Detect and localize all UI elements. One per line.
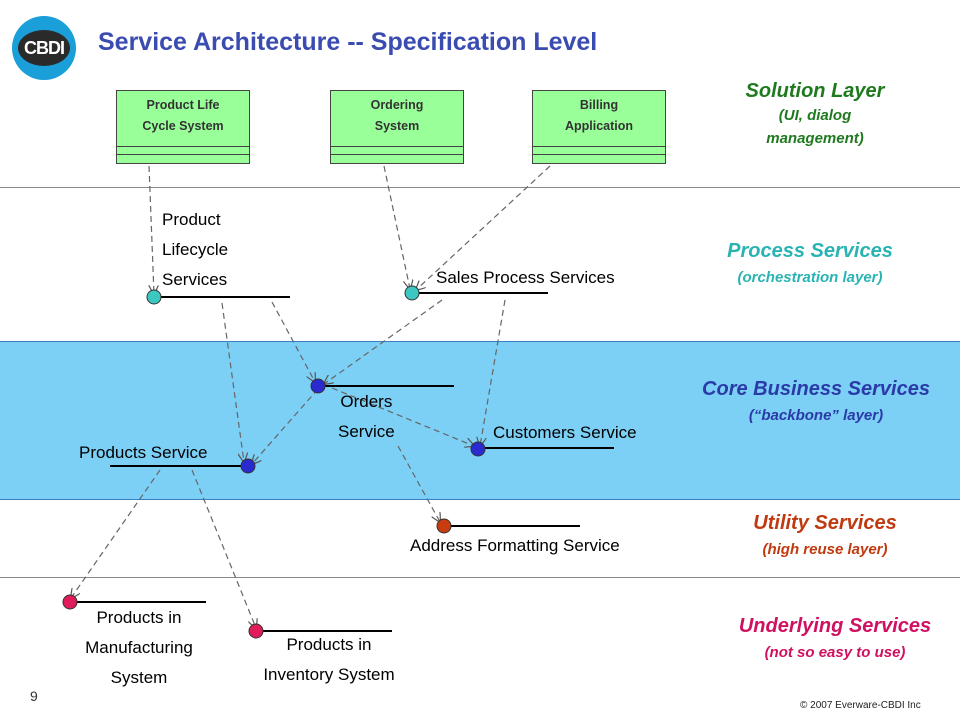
underlying-layer-heading: Underlying Services xyxy=(738,615,932,637)
solution-layer-sub2: management) xyxy=(766,130,864,147)
arrow-sales-to-customers xyxy=(480,299,506,446)
utility-layer-description: Utility Services (high reuse layer) xyxy=(700,512,950,558)
arrow-orders-to-products xyxy=(252,388,319,464)
inventory-node xyxy=(248,623,264,639)
utility-layer-sub: (high reuse layer) xyxy=(762,541,888,558)
billing-application-box: Billing Application xyxy=(532,90,666,164)
orders-service-label: Orders Service xyxy=(338,392,395,441)
product-lifecycle-node xyxy=(146,289,162,305)
underlying-layer-description: Underlying Services (not so easy to use) xyxy=(710,615,960,661)
copyright-notice: © 2007 Everware-CBDI Inc xyxy=(800,700,921,711)
page-number: 9 xyxy=(30,688,38,704)
layer-divider-solution xyxy=(0,187,960,188)
arrow-ordering-to-sales xyxy=(383,165,410,289)
utility-layer-heading: Utility Services xyxy=(753,512,897,534)
customers-service-label: Customers Service xyxy=(493,423,637,442)
process-layer-heading: Process Services xyxy=(727,240,893,262)
process-layer-sub: (orchestration layer) xyxy=(737,269,883,286)
arrow-lifecycle-to-products xyxy=(221,302,244,462)
arrow-billing-to-sales xyxy=(416,165,551,290)
products-in-manufacturing-label: Products in Manufacturing System xyxy=(85,608,193,687)
manufacturing-node xyxy=(62,594,78,610)
layer-divider-underlying xyxy=(0,577,960,578)
product-lifecycle-services-label: Product Lifecycle Services xyxy=(162,210,229,289)
address-formatting-service-label: Address Formatting Service xyxy=(410,536,620,555)
core-layer-sub: (“backbone” layer) xyxy=(748,407,884,424)
products-service-label: Products Service xyxy=(79,443,208,462)
process-layer-description: Process Services (orchestration layer) xyxy=(680,240,940,286)
sales-process-node xyxy=(404,285,420,301)
products-node xyxy=(240,458,256,474)
arrow-sales-to-orders xyxy=(324,299,443,384)
customers-node xyxy=(470,441,486,457)
cbdi-logo: CBDI xyxy=(12,16,76,80)
arrow-products-to-inventory xyxy=(191,469,256,628)
solution-layer-heading: Solution Layer xyxy=(745,80,885,102)
arrow-lifecycle-to-orders xyxy=(271,301,315,382)
system-label: Ordering System xyxy=(370,98,424,133)
arrow-orders-to-customers xyxy=(331,387,474,446)
system-label: Billing Application xyxy=(564,98,634,133)
ordering-system-box: Ordering System xyxy=(330,90,464,164)
product-life-cycle-system-box: Product Life Cycle System xyxy=(116,90,250,164)
solution-layer-description: Solution Layer (UI, dialog management) xyxy=(690,80,940,147)
underlying-layer-sub: (not so easy to use) xyxy=(764,644,906,661)
arrow-products-to-manufacturing xyxy=(71,469,161,598)
system-label: Product Life Cycle System xyxy=(142,98,224,133)
core-layer-heading: Core Business Services xyxy=(702,378,930,400)
arrow-orders-to-address xyxy=(397,445,440,522)
sales-process-services-label: Sales Process Services xyxy=(436,268,615,287)
core-business-band xyxy=(0,341,960,500)
arrow-plcs-to-product-lifecycle xyxy=(148,165,154,294)
logo-text: CBDI xyxy=(18,30,70,66)
address-node xyxy=(436,518,452,534)
core-layer-description: Core Business Services (“backbone” layer… xyxy=(676,378,956,424)
orders-node xyxy=(310,378,326,394)
solution-layer-sub1: (UI, dialog xyxy=(778,107,852,124)
page-title: Service Architecture -- Specification Le… xyxy=(98,28,598,56)
products-in-inventory-label: Products in Inventory System xyxy=(263,635,395,684)
